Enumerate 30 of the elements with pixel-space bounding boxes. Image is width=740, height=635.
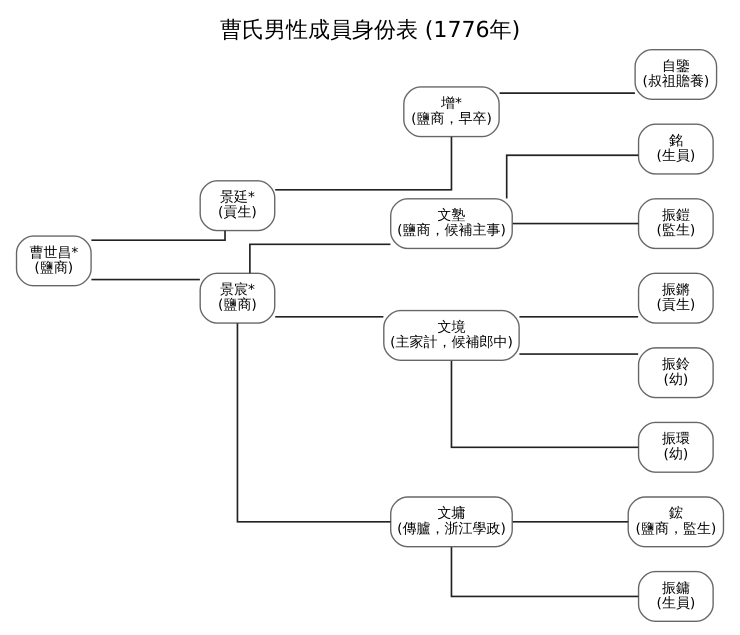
connector [519,353,638,355]
diagram-title: 曹氏男性成員身份表 (1776年) [220,16,520,43]
connector [512,521,628,523]
connector [91,230,226,241]
connector [450,547,638,598]
connector [519,316,638,318]
connector [275,136,452,191]
node-box: 振鏘 (貢生) [638,272,714,324]
connector [500,92,635,94]
connector [249,244,390,274]
connector [512,222,638,224]
node-box: 振環 (幼) [638,422,714,473]
node-box: 鋐 (鹽商，監生) [628,496,724,548]
node-box: 文塾 (鹽商，候補主事) [390,198,513,250]
node-box: 景宸* (鹽商) [199,272,276,324]
node-box: 文境 (主家計，候補郎中) [383,310,520,361]
node-box: 振鎧 (監生) [638,198,714,250]
node-box: 曹世昌* (鹽商) [16,235,92,286]
node-box: 文墉 (傳臚，浙江學政) [390,496,513,548]
node-box: 振鈴 (幼) [638,347,714,398]
node-box: 銘 (生員) [638,124,714,175]
node-box: 景廷* (貢生) [199,180,276,232]
connector [236,323,391,523]
connector [506,154,638,199]
connector [450,360,638,448]
connector [91,278,200,280]
node-box: 增* (鹽商，早卒) [403,86,500,138]
node-box: 振鏞 (生員) [638,570,714,622]
node-box: 自鑒 (叔祖贍養) [634,48,718,100]
connector [275,316,384,318]
